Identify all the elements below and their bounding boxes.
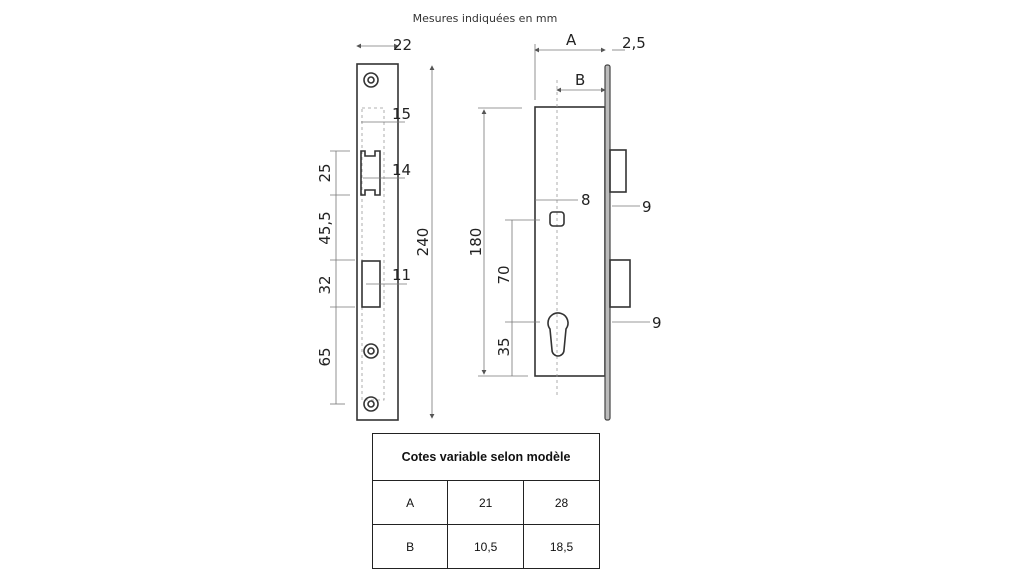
- front-view: 22 15 14 11 240 25 45,5 32 65: [316, 36, 435, 421]
- dim-70: 70: [495, 265, 513, 284]
- table-row: B 10,5 18,5: [371, 524, 600, 569]
- dim-32: 32: [316, 275, 334, 294]
- dim-latch-proj: 9: [642, 198, 652, 216]
- dim-25: 25: [316, 163, 334, 182]
- dim-plate: 2,5: [622, 34, 646, 52]
- dim-height: 240: [414, 228, 432, 257]
- dim-b: B: [575, 71, 585, 89]
- dimensions-table: Cotes variable selon modèle A 21 28 B 10…: [371, 433, 600, 569]
- table-row: A 21 28: [371, 480, 600, 525]
- table-cell: B: [371, 524, 449, 569]
- table-cell: 21: [447, 480, 525, 525]
- table-cell: A: [371, 480, 449, 525]
- dim-width: 22: [393, 36, 412, 54]
- dim-bolt-proj: 9: [652, 314, 662, 332]
- table-cell: 10,5: [447, 524, 525, 569]
- dim-180: 180: [467, 228, 485, 257]
- dim-35: 35: [495, 337, 513, 356]
- dim-65: 65: [316, 347, 334, 366]
- dim-latch-width: 14: [392, 161, 411, 179]
- caption: Mesures indiquées en mm: [413, 12, 558, 25]
- table-title: Cotes variable selon modèle: [372, 433, 600, 481]
- dim-bolt-width: 11: [392, 266, 411, 284]
- side-view: A B 2,5 8 9 9 180 70 35: [467, 31, 662, 421]
- dim-a: A: [566, 31, 577, 49]
- dim-45-5: 45,5: [316, 211, 334, 244]
- table-cell: 18,5: [523, 524, 600, 569]
- table-cell: 28: [523, 480, 600, 525]
- dim-inner-width: 15: [392, 105, 411, 123]
- dim-square: 8: [581, 191, 591, 209]
